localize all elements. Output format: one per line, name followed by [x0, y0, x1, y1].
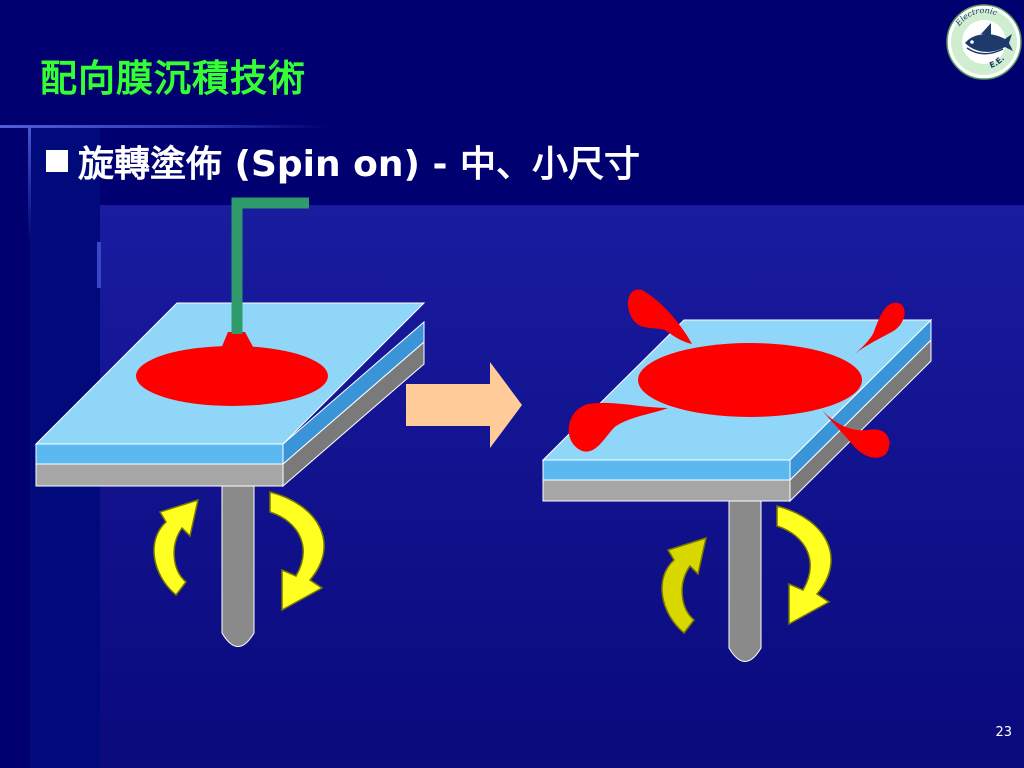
square-bullet-icon	[46, 150, 68, 172]
left-glass-side	[282, 320, 425, 466]
right-resist-film	[638, 343, 862, 417]
fish-logo-icon: Electronic E.E.	[946, 4, 1022, 80]
bullet-item: 旋轉塗佈 (Spin on) - 中、小尺寸	[46, 133, 640, 189]
left-glass-front	[35, 443, 284, 465]
page-number: 23	[995, 725, 1012, 740]
rotation-arrow-icon	[153, 498, 200, 597]
left-spin-coater	[34, 197, 426, 647]
right-spin-coater	[541, 289, 933, 662]
page-title: 配向膜沉積技術	[40, 57, 306, 100]
dispense-nozzle	[231, 197, 309, 334]
right-arrow-icon	[406, 362, 522, 448]
right-glass-front	[542, 459, 791, 481]
resist-splash-top-right	[850, 302, 905, 358]
vertical-rule	[28, 128, 31, 243]
rotation-arrow-icon	[661, 536, 708, 635]
left-resist-puddle	[136, 346, 328, 406]
left-spindle	[221, 484, 255, 647]
left-base-front	[35, 463, 284, 487]
header-band	[0, 0, 1024, 205]
vertical-accent	[97, 242, 101, 288]
resist-splash-top-left	[627, 289, 692, 344]
resist-droplet	[218, 332, 258, 356]
rotation-arrow-icon	[776, 505, 832, 626]
right-base-front	[542, 479, 791, 502]
bullet-text: 旋轉塗佈 (Spin on) - 中、小尺寸	[78, 144, 641, 185]
header-rule	[0, 125, 330, 128]
resist-splash-left	[568, 402, 668, 452]
resist-splash-right	[822, 410, 890, 458]
right-spindle	[728, 499, 762, 662]
rotation-arrow-icon	[269, 491, 325, 612]
